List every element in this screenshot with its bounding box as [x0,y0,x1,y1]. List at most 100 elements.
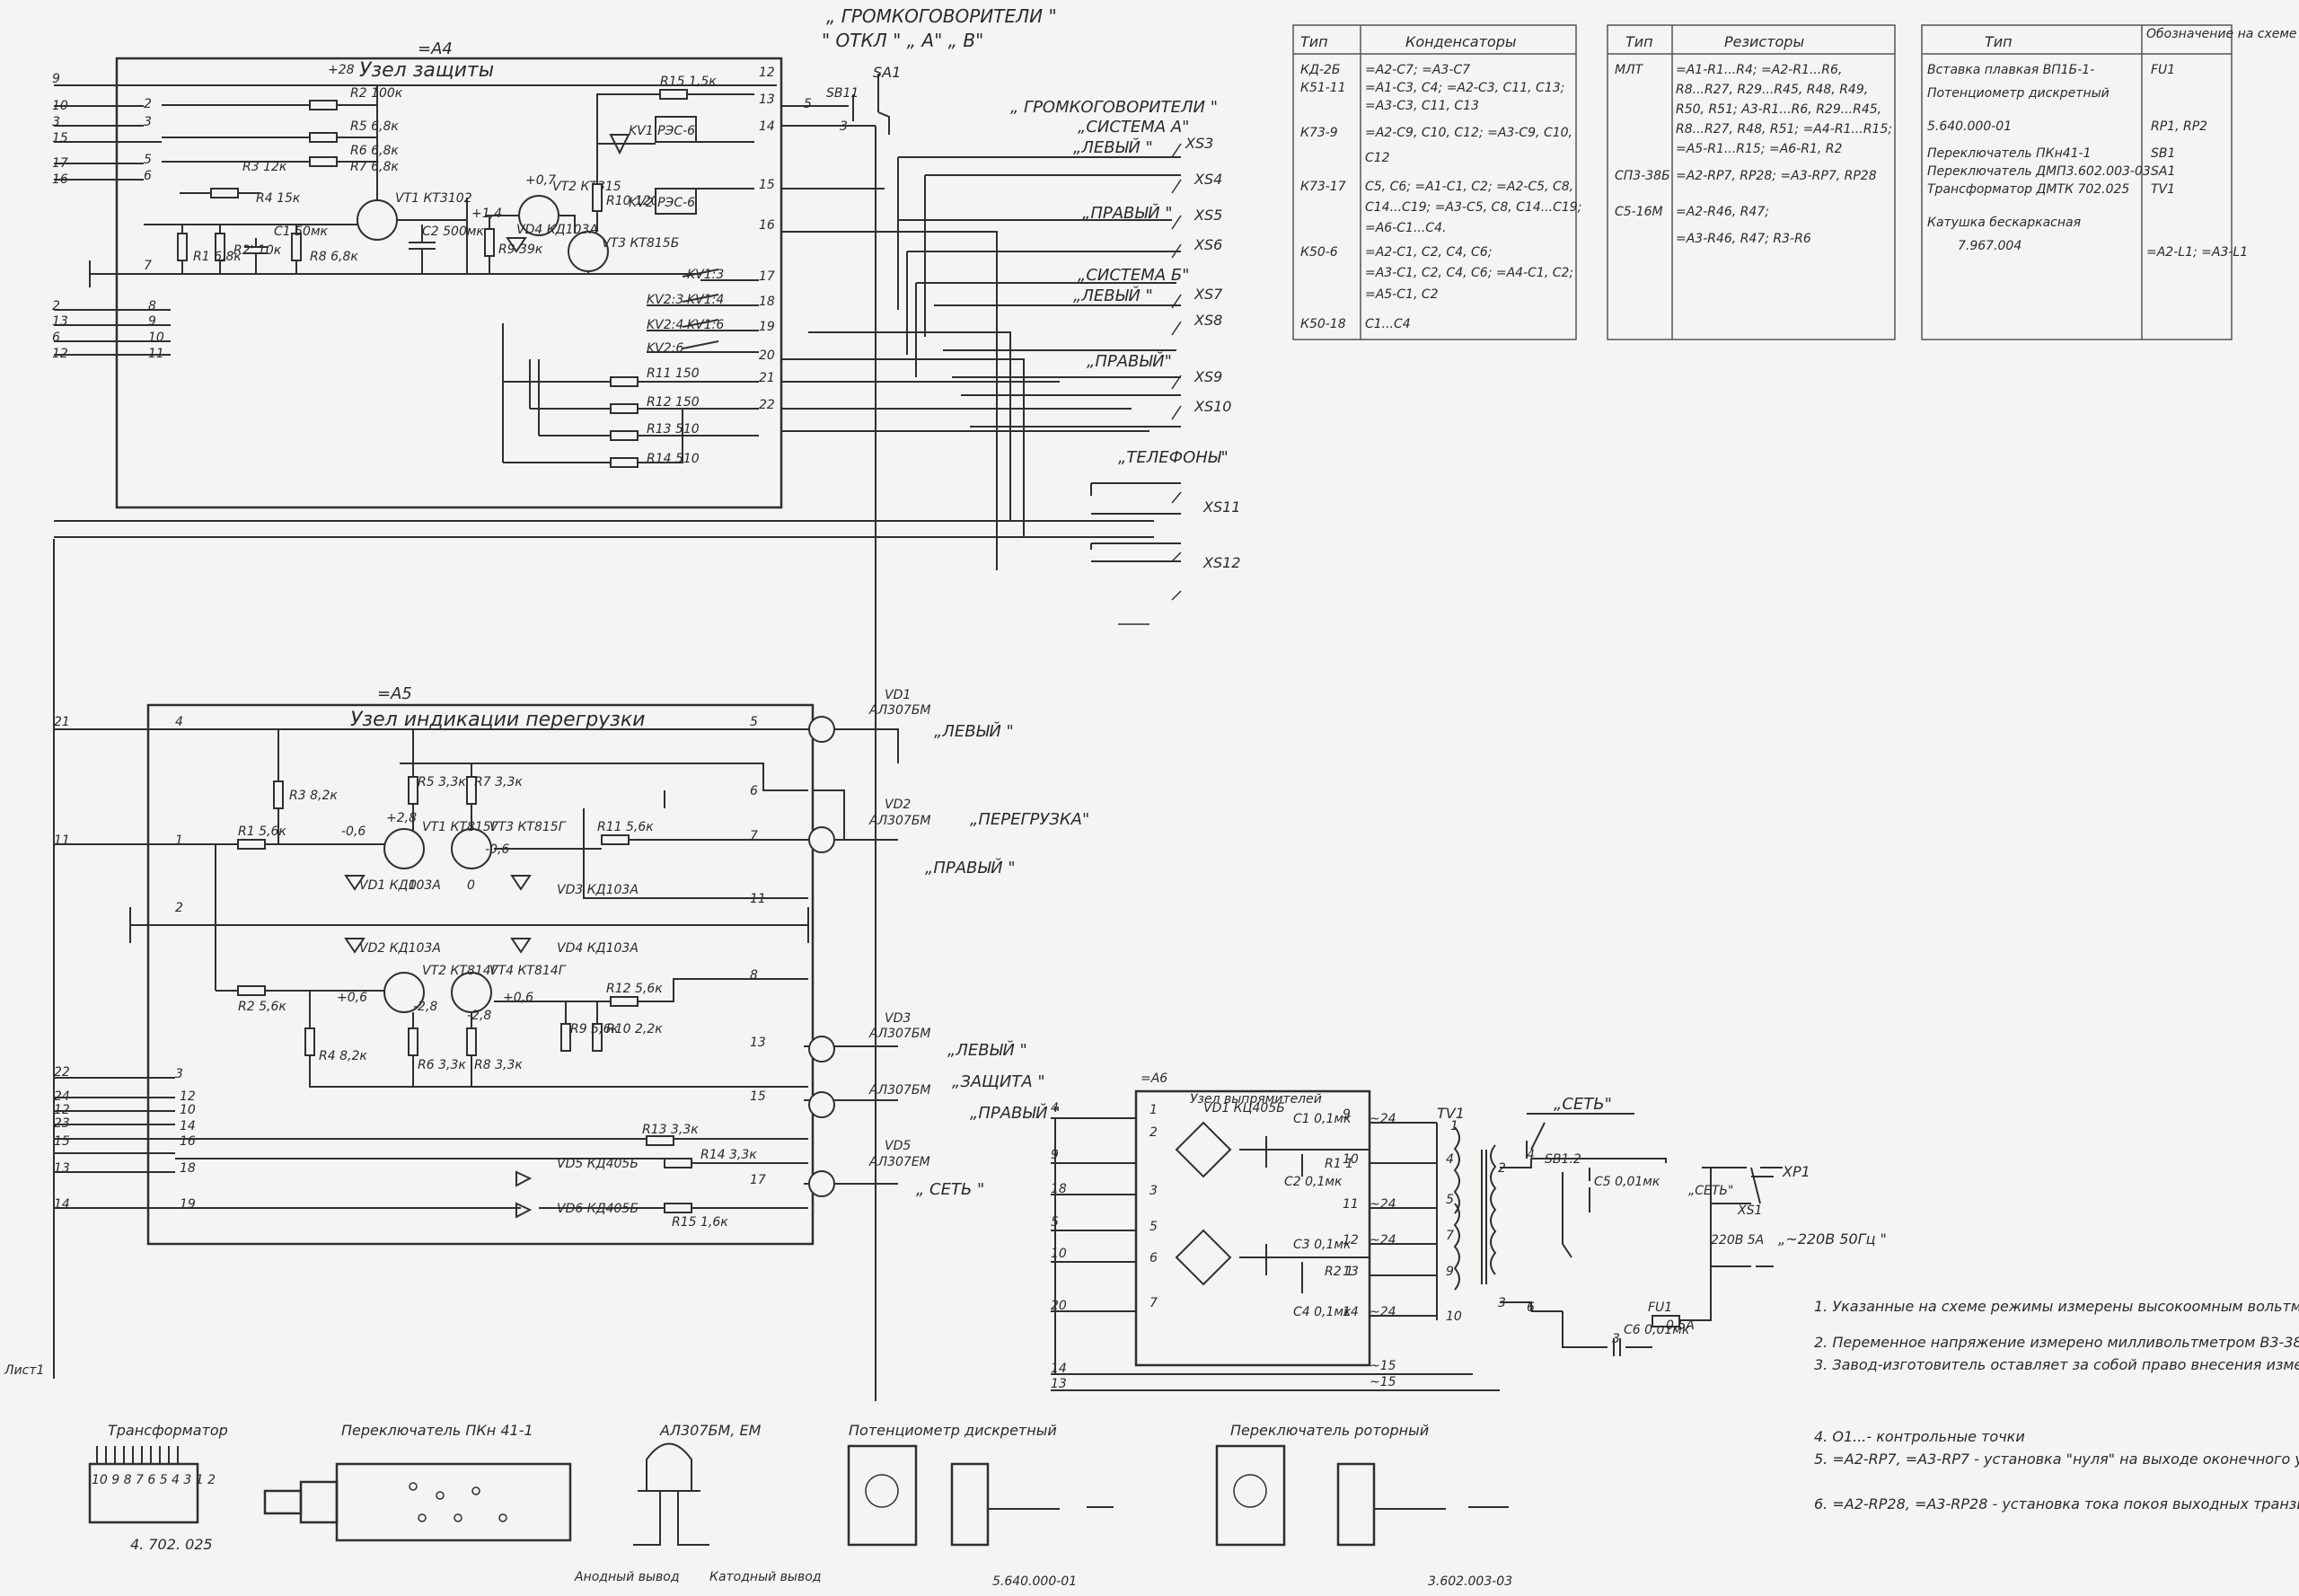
svg-text:KV2:4: KV2:4 [647,318,683,332]
svg-text:R11 150: R11 150 [647,366,700,381]
top-labels: „ ГРОМКОГОВОРИТЕЛИ " " ОТКЛ " „ А" „ В" [822,5,1057,51]
svg-text:VT1 КТ3102: VT1 КТ3102 [395,191,472,206]
svg-text:R3 8,2к: R3 8,2к [289,789,338,803]
svg-text:0: 0 [467,878,475,893]
svg-text:Переключатель ПКн 41-1: Переключатель ПКн 41-1 [341,1422,533,1439]
svg-text:KV2 РЭС-6: KV2 РЭС-6 [629,196,695,210]
svg-text:„ЛЕВЫЙ ": „ЛЕВЫЙ " [934,721,1014,741]
overload-unit: =A5 Узел индикации перегрузки 21 11 22 2… [54,684,1089,1246]
svg-text:VT2 КТ814Г: VT2 КТ814Г [422,964,499,978]
svg-text:„~220В 50Гц ": „~220В 50Гц " [1778,1230,1887,1248]
svg-text:2: 2 [1150,1125,1158,1140]
svg-text:Трансформатор ДМТК 702.025: Трансформатор ДМТК 702.025 [1927,182,2129,197]
output-labels: „ ГРОМКОГОВОРИТЕЛИ " „СИСТЕМА А" „ЛЕВЫЙ … [1010,98,1240,601]
svg-text:13: 13 [54,1161,70,1176]
svg-text:16: 16 [52,172,68,187]
svg-text:11: 11 [148,347,164,361]
socket-labels: XS3 XS4 XS5 XS6 XS7 XS8 XS9 XS10 XS11 XS… [1185,135,1240,571]
svg-text:C2 500мк: C2 500мк [422,225,484,239]
svg-text:Узел индикации перегрузки: Узел индикации перегрузки [350,709,645,731]
svg-text:+0,6: +0,6 [503,991,533,1005]
svg-text:R7 6,8к: R7 6,8к [350,160,399,174]
svg-text:R10 120: R10 120 [606,194,659,208]
right-b-label: „ПРАВЫЙ" [1087,351,1172,371]
svg-text:0: 0 [409,878,417,893]
svg-text:4: 4 [175,715,183,729]
svg-text:17: 17 [52,156,68,171]
svg-text:1: 1 [175,833,183,848]
svg-text:МЛТ: МЛТ [1615,63,1644,77]
svg-text:R1 1: R1 1 [1325,1157,1353,1171]
svg-text:=А2-R46, R47;: =А2-R46, R47; [1676,205,1769,219]
svg-text:XS12: XS12 [1202,554,1240,571]
svg-text:12: 12 [759,66,775,80]
bottom-parts: Трансформатор 10 9 8 7 6 5 4 3 1 2 4. 70… [88,1422,1512,1589]
svg-text:KV1:4: KV1:4 [687,293,724,307]
svg-text:-0,6: -0,6 [485,842,509,857]
svg-text:+28: +28 [328,63,355,77]
svg-text:Тип: Тип [1300,33,1328,50]
svg-text:+0,6: +0,6 [337,991,367,1005]
svg-text:7: 7 [1150,1296,1158,1310]
svg-text:RP1, RP2: RP1, RP2 [2151,119,2207,134]
svg-text:Катушка бескаркасная: Катушка бескаркасная [1927,216,2081,230]
svg-text:15: 15 [52,131,68,145]
svg-text:VD5: VD5 [885,1139,911,1153]
svg-text:22: 22 [759,398,775,412]
svg-text:XS6: XS6 [1194,236,1222,253]
svg-text:KV1:3: KV1:3 [687,268,724,282]
svg-text:C2 0,1мк: C2 0,1мк [1284,1175,1343,1189]
svg-text:C4 0,1мк: C4 0,1мк [1293,1305,1352,1319]
svg-text:R1 6,8к: R1 6,8к [193,250,242,264]
svg-text:VD2 КД103А: VD2 КД103А [359,941,441,956]
svg-text:6: 6 [1527,1301,1535,1315]
svg-text:14: 14 [54,1197,70,1212]
svg-text:R8...R27, R29...R45, R48, R49,: R8...R27, R29...R45, R48, R49, [1676,83,1868,97]
protection-contacts: KV1:3 KV2:3 KV1:4 KV2:4 KV1:6 KV2:6 R11 … [502,268,759,468]
svg-text:-0,6: -0,6 [341,824,366,839]
svg-text:СП3-38Б: СП3-38Б [1615,169,1670,183]
svg-text:~15: ~15 [1370,1375,1396,1389]
system-a-label: „СИСТЕМА А" [1078,118,1189,137]
svg-text:SB11: SB11 [826,86,859,101]
svg-text:Резисторы: Резисторы [1724,33,1804,50]
svg-text:Тип: Тип [1625,33,1653,50]
svg-text:17: 17 [759,269,775,284]
capacitor-table: Тип Конденсаторы КД-2Б=А2-С7; =А3-С7 К51… [1292,24,1581,340]
svg-text:~24: ~24 [1370,1233,1396,1248]
speakers-label: „ ГРОМКОГОВОРИТЕЛИ " [1010,98,1218,117]
svg-text:6: 6 [52,331,60,345]
svg-text:VD1: VD1 [885,688,911,702]
svg-text:C5 0,01мк: C5 0,01мк [1594,1175,1660,1189]
svg-text:13: 13 [1051,1377,1067,1391]
protection-inner-pin-labels: 2 3 5 6 7 8 9 10 11 [144,97,164,361]
svg-text:1. Указанные на схеме режимы и: 1. Указанные на схеме режимы измерены вы… [1814,1298,2299,1315]
svg-text:VD2: VD2 [885,798,911,812]
svg-text:„ СЕТЬ ": „ СЕТЬ " [916,1180,984,1199]
svg-text:XS10: XS10 [1194,398,1231,415]
svg-text:К50-18: К50-18 [1300,317,1346,331]
svg-text:KV2:6: KV2:6 [647,341,683,356]
svg-text:0,5А: 0,5А [1666,1318,1695,1333]
svg-text:3: 3 [1612,1332,1620,1346]
svg-text:16: 16 [180,1134,196,1149]
svg-text:R4 8,2к: R4 8,2к [319,1049,367,1063]
svg-text:SA1: SA1 [873,64,901,81]
svg-text:R3 12к: R3 12к [242,160,287,174]
svg-text:12: 12 [180,1089,196,1104]
svg-text:C1 0,1мк: C1 0,1мк [1293,1112,1352,1126]
svg-text:R9 39к: R9 39к [498,242,543,257]
svg-text:VD4 КД103А: VD4 КД103А [557,941,639,956]
svg-text:„ЛЕВЫЙ ": „ЛЕВЫЙ " [947,1040,1027,1060]
svg-text:=А5-С1, С2: =А5-С1, С2 [1365,287,1439,302]
svg-text:14: 14 [759,119,775,134]
svg-text:=А1-С3, С4; =А2-С3, С11, С13;: =А1-С3, С4; =А2-С3, С11, С13; [1365,81,1564,95]
svg-text:22: 22 [54,1065,70,1080]
svg-text:10: 10 [1343,1152,1359,1167]
svg-text:2: 2 [52,299,60,313]
svg-text:С5, С6; =А1-С1, С2; =А2-С5, С8: С5, С6; =А1-С1, С2; =А2-С5, С8, [1365,180,1573,194]
svg-text:SA1: SA1 [2151,164,2175,179]
svg-text:10 9 8 7 6 5 4 3 1 2: 10 9 8 7 6 5 4 3 1 2 [92,1473,216,1487]
svg-text:XS4: XS4 [1194,171,1222,188]
